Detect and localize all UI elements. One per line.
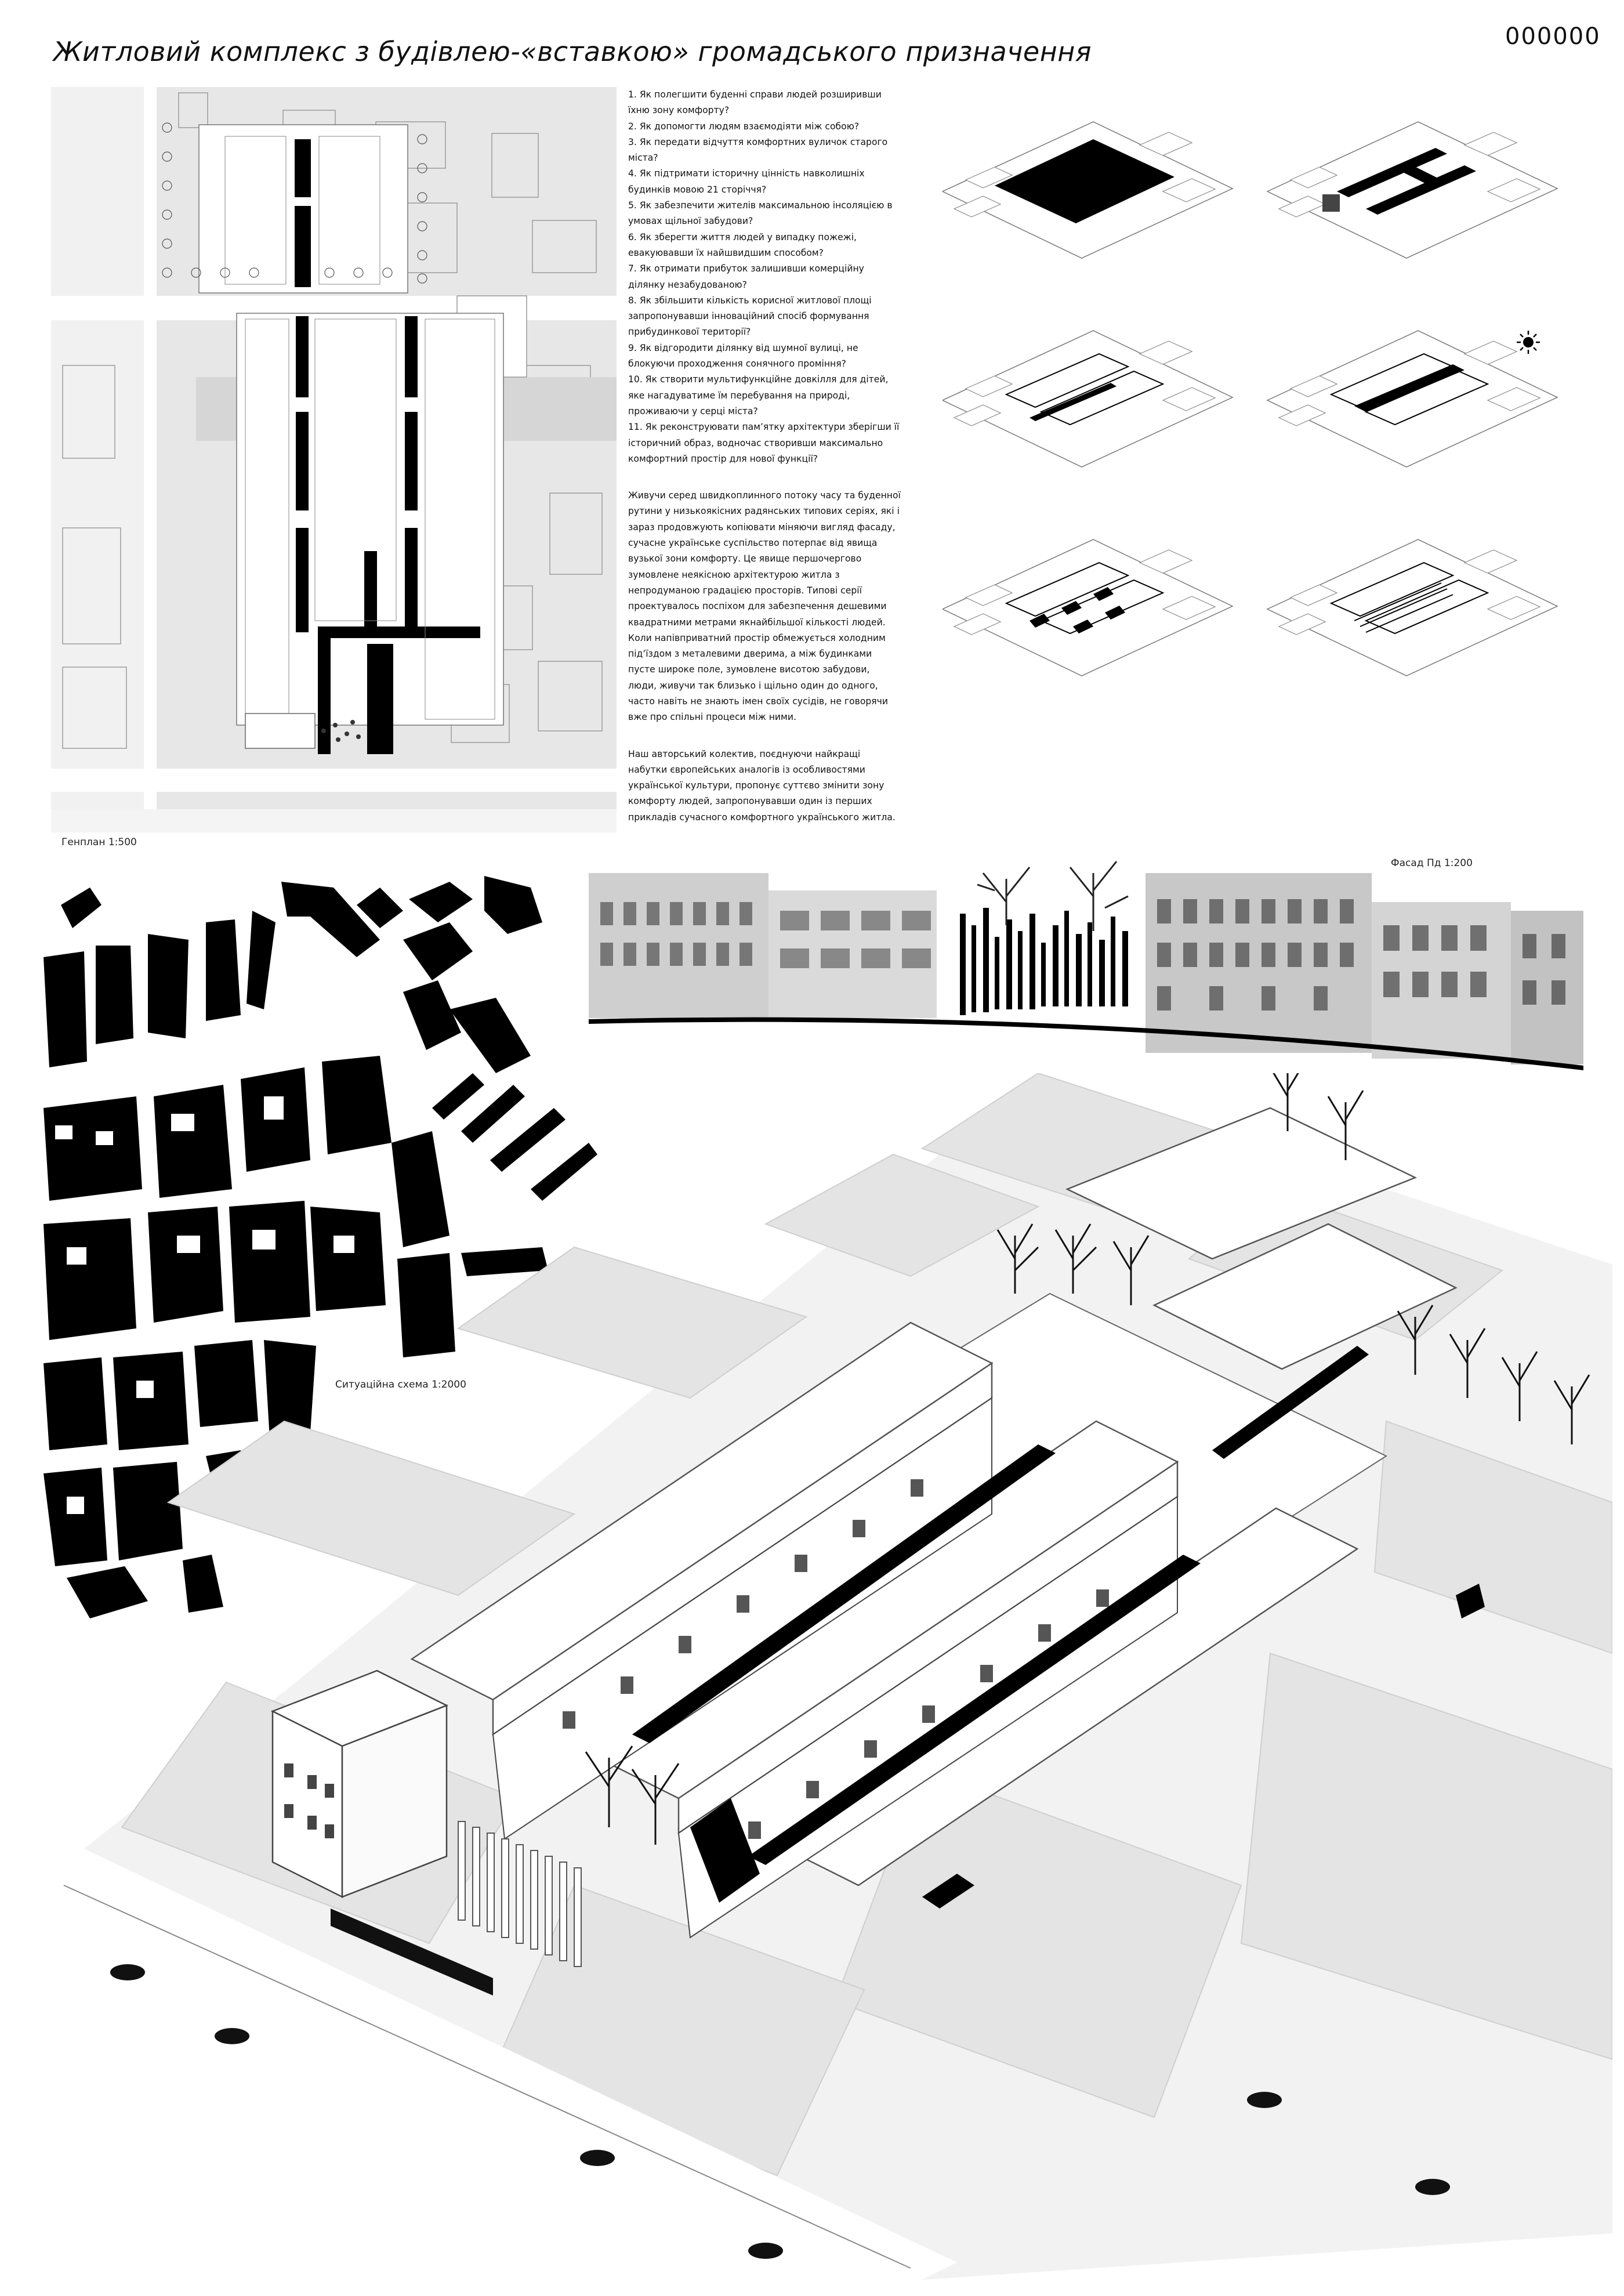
situation-plan [44,876,597,1618]
site-plan-caption: Генплан 1:500 [61,836,137,848]
situation-caption: Ситуаційна схема 1:2000 [335,1379,466,1390]
site-plan-drawing [51,87,617,832]
question-item: 6. Як зберегти життя людей у випадку пож… [628,231,857,258]
project-code: 000000 [1505,23,1601,50]
question-item: 1. Як полегшити буденні справи людей роз… [628,89,882,116]
facade-caption: Фасад Пд 1:200 [1391,857,1473,869]
question-item: 9. Як відгородити ділянку від шумної вул… [628,342,858,370]
axonometric-view [52,1073,1612,2280]
text-column: 1. Як полегшити буденні справи людей роз… [628,87,901,825]
question-item: 8. Як збільшити кількість корисної житло… [628,295,872,338]
questions-list: 1. Як полегшити буденні справи людей роз… [628,87,901,467]
question-item: 5. Як забезпечити жителів максимальною і… [628,200,893,227]
question-item: 10. Як створити мультифункційне довкілля… [628,374,889,417]
facade-drawing [589,861,1583,1070]
sun-icon [1517,331,1540,354]
question-item: 11. Як реконструювати пам’ятку архітекту… [628,422,900,464]
question-item: 3. Як передати відчуття комфортних вулич… [628,136,888,164]
axon-diagrams [942,121,1558,676]
intro-paragraph: Живучи серед швидкоплинного потоку часу … [628,490,901,723]
proposal-paragraph: Наш авторський колектив, поєднуючи найкр… [628,748,896,823]
question-item: 2. Як допомогти людям взаємодіяти між со… [628,121,860,132]
question-item: 4. Як підтримати історичну цінність навк… [628,168,865,195]
question-item: 7. Як отримати прибуток залишивши комерц… [628,263,864,290]
page-title: Житловий комплекс з будівлею-«вставкою» … [53,36,1092,67]
